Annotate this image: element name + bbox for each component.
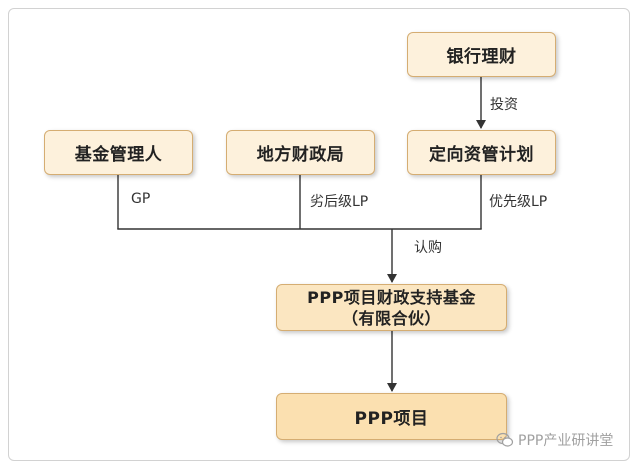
node-ppp-project-label: PPP项目 [354, 409, 429, 429]
node-directed-asset-plan: 定向资管计划 [407, 130, 556, 175]
node-bank-wealth: 银行理财 [407, 32, 556, 77]
watermark: PPP产业研讲堂 [496, 430, 613, 450]
edge-label-priority-lp: 优先级LP [489, 194, 548, 210]
watermark-text: PPP产业研讲堂 [518, 433, 614, 449]
node-directed-asset-plan-label: 定向资管计划 [429, 145, 534, 165]
node-ppp-project: PPP项目 [276, 393, 507, 440]
node-ppp-fund-label-line1: PPP项目财政支持基金 [307, 287, 476, 307]
node-ppp-fund-label-line2: （有限合伙） [341, 308, 441, 328]
edge-label-invest: 投资 [490, 97, 518, 113]
node-bank-wealth-label: 银行理财 [446, 47, 517, 67]
diagram-frame [8, 8, 630, 461]
edge-label-subscribe: 认购 [414, 240, 442, 256]
wechat-icon [496, 432, 514, 447]
node-fund-manager-label: 基金管理人 [74, 145, 163, 165]
edge-label-subordinate-lp: 劣后级LP [310, 194, 369, 210]
node-ppp-fund: PPP项目财政支持基金 （有限合伙） [276, 284, 507, 331]
node-fund-manager: 基金管理人 [44, 130, 193, 175]
node-local-finance: 地方财政局 [226, 130, 375, 175]
node-local-finance-label: 地方财政局 [256, 145, 345, 165]
edge-label-gp: GP [131, 191, 151, 207]
